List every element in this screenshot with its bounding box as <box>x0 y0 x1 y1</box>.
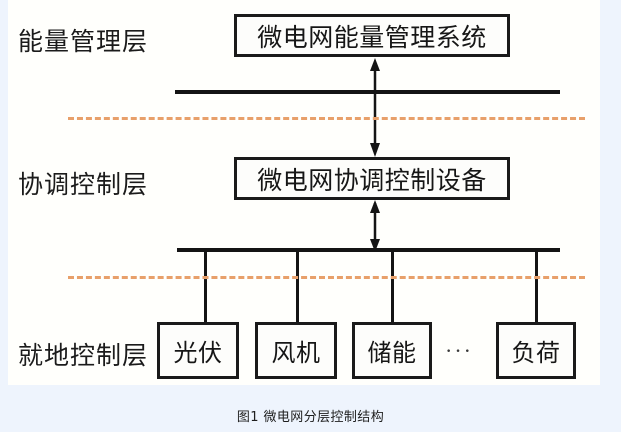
drop-line-wind-turbine <box>296 250 299 322</box>
figure-caption: 图1 微电网分层控制结构 <box>236 410 385 425</box>
dashed-separator-lower <box>68 276 585 279</box>
node-device-pv[interactable]: 光伏 <box>157 322 239 379</box>
layer-label-energy-management: 能量管理层 <box>18 29 149 56</box>
bus-line-upper <box>175 90 560 94</box>
bus-line-lower <box>177 248 560 252</box>
diagram-panel: 能量管理层 微电网能量管理系统 协调控制层 微电网协调控制设备 <box>8 0 600 385</box>
drop-line-energy-storage <box>391 250 394 322</box>
arrow-down-to-coordinator <box>370 90 380 157</box>
layer-label-local-control: 就地控制层 <box>18 343 149 370</box>
arrow-up-to-ems <box>370 58 380 93</box>
dashed-separator-upper <box>68 117 585 120</box>
drop-line-load <box>535 250 538 322</box>
arrow-bidirectional-coordinator-bus <box>370 200 380 252</box>
drop-line-pv <box>204 250 207 322</box>
node-device-load[interactable]: 负荷 <box>496 322 576 379</box>
node-device-wind-turbine[interactable]: 风机 <box>255 322 337 379</box>
node-device-energy-storage[interactable]: 储能 <box>352 322 432 379</box>
layer-label-coordinated-control: 协调控制层 <box>18 172 149 199</box>
node-microgrid-coordinated-control-device[interactable]: 微电网协调控制设备 <box>234 157 510 200</box>
ellipsis-more-devices: ··· <box>445 338 473 363</box>
node-microgrid-energy-management-system[interactable]: 微电网能量管理系统 <box>234 14 510 57</box>
